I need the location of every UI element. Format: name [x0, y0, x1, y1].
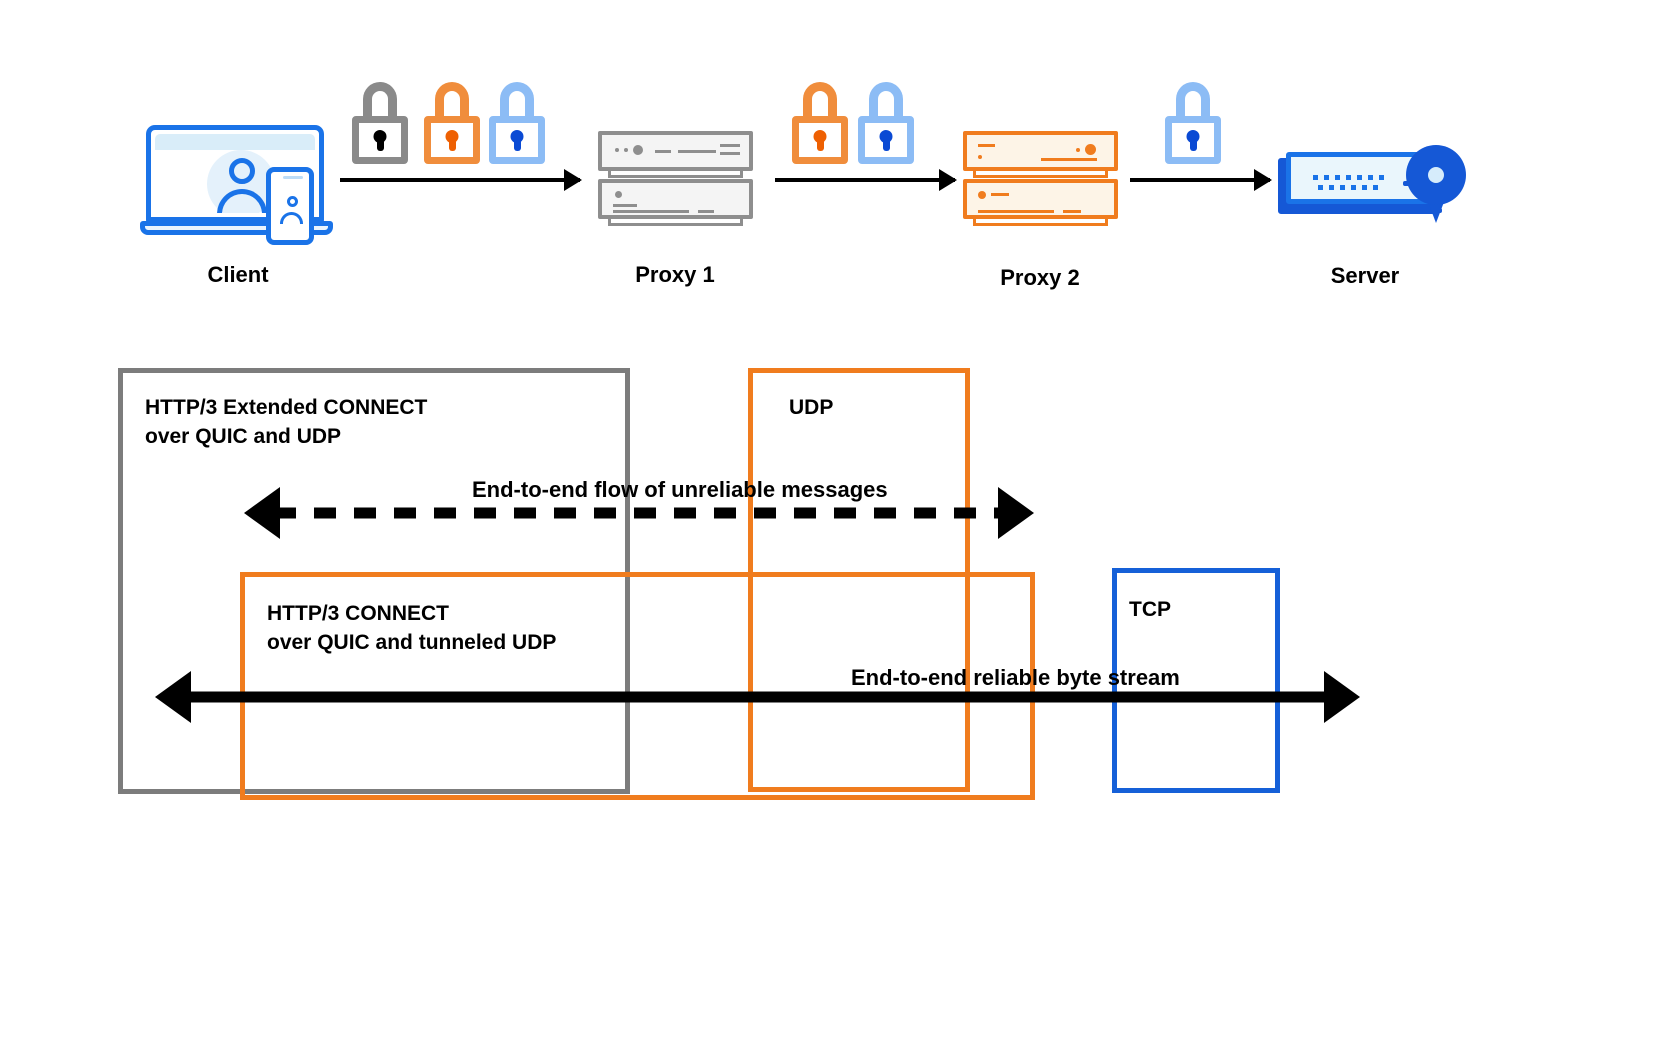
arrow-proxy1-to-proxy2-icon [775, 178, 955, 182]
client-device-icon [140, 125, 355, 245]
laptop-screen [155, 134, 315, 213]
layer-label-http3-extended-connect: HTTP/3 Extended CONNECT over QUIC and UD… [145, 396, 428, 448]
layer-label-http3-connect: HTTP/3 CONNECT over QUIC and tunneled UD… [267, 602, 557, 654]
server-vent-dots [1313, 175, 1391, 195]
proxy2-server-icon [963, 131, 1118, 226]
server-device-icon [1278, 145, 1466, 225]
proxy1-server-icon [598, 131, 753, 226]
layer-box-udp: UDP [748, 368, 970, 792]
screen-tint [155, 134, 315, 150]
laptop-lid [146, 125, 324, 222]
node-label-client: Client [207, 262, 269, 287]
arrow-proxy2-to-server-icon [1130, 178, 1270, 182]
lock-orange-icon-2 [792, 82, 848, 164]
phone-person-head-icon [287, 196, 298, 207]
lock-blue-icon-2 [858, 82, 914, 164]
node-label-proxy1: Proxy 1 [635, 262, 715, 287]
lock-gray-icon [352, 82, 408, 164]
layer-box-tcp: TCP [1112, 568, 1280, 793]
flow-arrow-reliable-byte-stream-icon [155, 671, 1360, 723]
arrow-client-to-proxy1-icon [340, 178, 580, 182]
lock-blue-icon-3 [1165, 82, 1221, 164]
phone-person-body-icon [280, 212, 303, 224]
node-label-server: Server [1330, 263, 1400, 288]
layer-box-http3-extended-connect: HTTP/3 Extended CONNECT over QUIC and UD… [118, 368, 630, 794]
layer-box-http3-connect: HTTP/3 CONNECT over QUIC and tunneled UD… [240, 572, 1035, 800]
layer-label-udp: UDP [789, 396, 834, 419]
node-label-proxy2: Proxy 2 [1000, 265, 1080, 290]
location-pin-icon [1406, 145, 1466, 223]
phone-icon [266, 167, 314, 245]
person-head-icon [229, 158, 255, 184]
lock-orange-icon [424, 82, 480, 164]
flow-arrow-unreliable-messages-icon [244, 487, 1034, 539]
flow-label-reliable-byte-stream: End-to-end reliable byte stream [851, 665, 1180, 690]
server-base-line [1290, 208, 1442, 213]
layer-label-tcp: TCP [1129, 598, 1171, 621]
flow-label-unreliable-messages: End-to-end flow of unreliable messages [472, 477, 888, 502]
phone-notch [283, 176, 303, 179]
lock-blue-icon [489, 82, 545, 164]
